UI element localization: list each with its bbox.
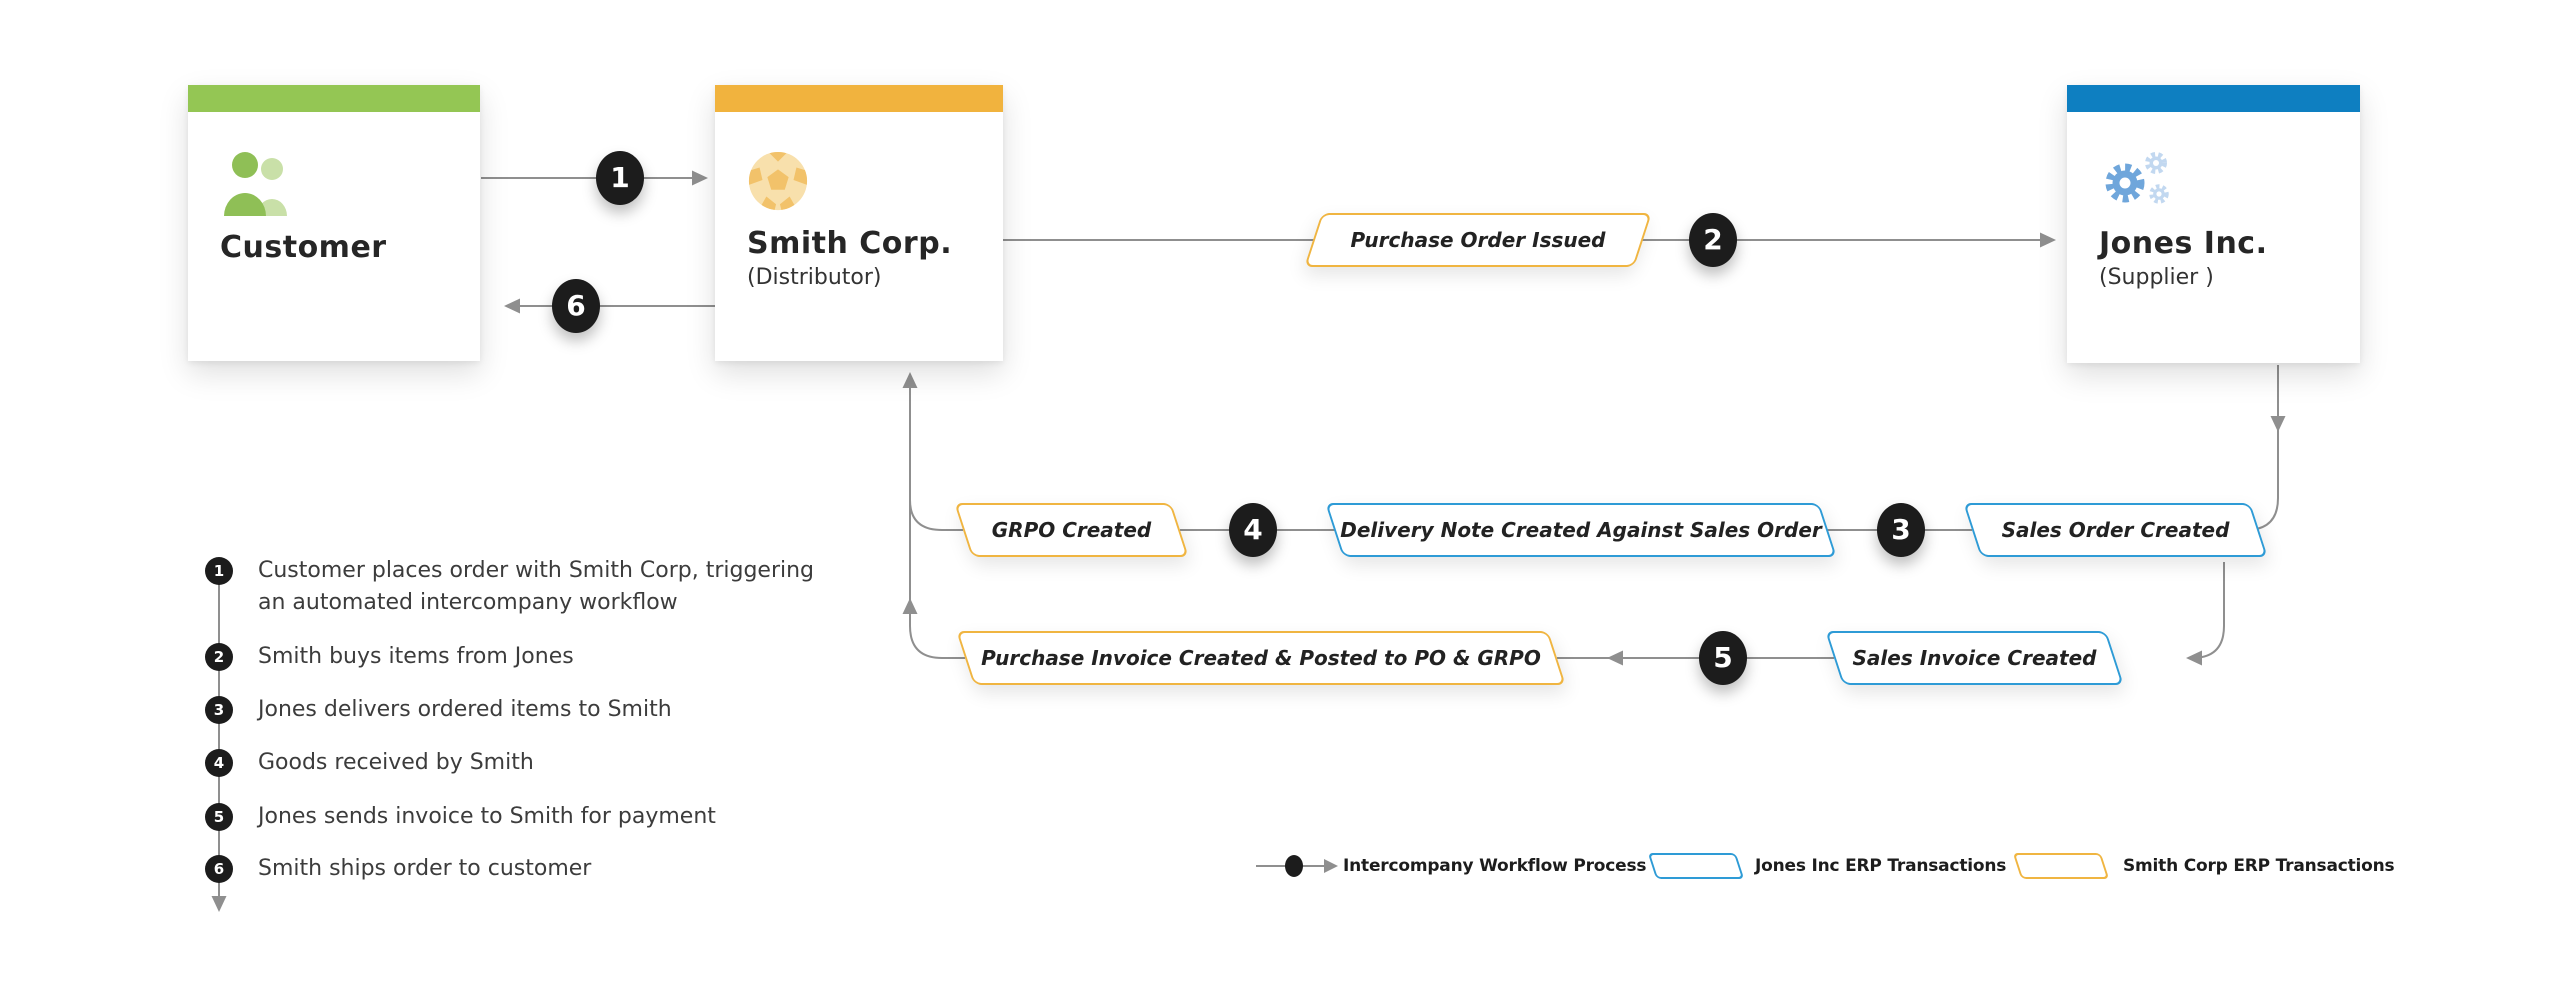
step-text: Customer places order with Smith Corp, t… (258, 558, 815, 615)
flow-label: Sales Invoice Created (1852, 646, 2097, 670)
step-text: Goods received by Smith (258, 750, 534, 775)
legend-smith-swatch (2012, 853, 2110, 879)
step-number-badge: 3 (205, 696, 233, 724)
flow-label: Sales Order Created (2001, 518, 2230, 542)
legend-jones-swatch (1647, 853, 1745, 879)
line-up-to-smith (909, 376, 965, 659)
arrowhead-left-icon (2186, 650, 2202, 666)
smith-title: Smith Corp. (747, 226, 953, 261)
legend-workflow-label: Intercompany Workflow Process (1343, 856, 1647, 876)
step-item-1: 1 Customer places order with Smith Corp,… (205, 555, 818, 619)
smith-card-color-bar (715, 85, 1003, 112)
workflow-badge-1: 1 (596, 151, 644, 205)
step-text: Smith buys items from Jones (258, 644, 574, 669)
step-number-badge: 6 (205, 855, 233, 883)
step-number-badge: 2 (205, 643, 233, 671)
jones-inc-card: Jones Inc. (Supplier ) (2067, 85, 2360, 363)
arrowhead-right-icon (2040, 232, 2056, 248)
workflow-badge-5: 5 (1699, 631, 1747, 685)
smith-subtitle: (Distributor) (747, 265, 882, 290)
arrowhead-up-icon (902, 598, 918, 614)
curve-grpo-to-smith (909, 499, 963, 531)
workflow-badge-3: 3 (1877, 503, 1925, 557)
arrowhead-left-icon (1607, 650, 1623, 666)
arrowhead-right-icon (692, 170, 708, 186)
smith-ball-icon (748, 151, 808, 211)
customer-title: Customer (220, 230, 387, 265)
customer-card: Customer (188, 85, 480, 361)
flow-delivery-note: Delivery Note Created Against Sales Orde… (1325, 503, 1837, 557)
flow-label: Purchase Invoice Created & Posted to PO … (981, 646, 1541, 670)
flow-label: Delivery Note Created Against Sales Orde… (1340, 518, 1822, 542)
jones-gears-icon (2105, 152, 2169, 204)
step-text: Jones delivers ordered items to Smith (258, 697, 672, 722)
flow-purchase-invoice: Purchase Invoice Created & Posted to PO … (956, 631, 1566, 685)
workflow-badge-4: 4 (1229, 503, 1277, 557)
step-item-4: 4 Goods received by Smith (205, 747, 818, 779)
legend-jones-label: Jones Inc ERP Transactions (1755, 856, 2007, 876)
workflow-badge-2: 2 (1689, 213, 1737, 267)
flow-label: Purchase Order Issued (1350, 228, 1606, 252)
step-number-badge: 5 (205, 803, 233, 831)
step-item-5: 5 Jones sends invoice to Smith for payme… (205, 801, 818, 833)
flow-sales-order-created: Sales Order Created (1963, 503, 2268, 557)
legend-smith-label: Smith Corp ERP Transactions (2123, 856, 2395, 876)
step-text: Smith ships order to customer (258, 856, 592, 881)
step-text: Jones sends invoice to Smith for payment (258, 804, 716, 829)
arrowhead-up-icon (902, 372, 918, 388)
jones-title: Jones Inc. (2099, 226, 2268, 261)
arrowhead-down-icon (211, 896, 227, 912)
customer-card-color-bar (188, 85, 480, 112)
step-number-badge: 1 (205, 557, 233, 585)
step-item-6: 6 Smith ships order to customer (205, 853, 818, 885)
jones-card-color-bar (2067, 85, 2360, 112)
flow-grpo-created: GRPO Created (954, 503, 1189, 557)
customer-people-icon (224, 152, 287, 216)
step-item-3: 3 Jones delivers ordered items to Smith (205, 694, 818, 726)
arrowhead-right-icon (1324, 859, 1338, 873)
arrowhead-left-icon (504, 298, 520, 314)
flow-sales-invoice-created: Sales Invoice Created (1825, 631, 2124, 685)
flow-label: GRPO Created (991, 518, 1152, 542)
workflow-badge-6: 6 (552, 279, 600, 333)
flow-purchase-order-issued: Purchase Order Issued (1304, 213, 1652, 267)
step-item-2: 2 Smith buys items from Jones (205, 641, 818, 673)
legend-workflow-dot (1285, 855, 1303, 877)
arrowhead-down-icon (2270, 416, 2286, 432)
step-number-badge: 4 (205, 749, 233, 777)
smith-corp-card: Smith Corp. (Distributor) (715, 85, 1003, 361)
jones-subtitle: (Supplier ) (2099, 265, 2214, 290)
curve-sales-order-to-invoice (2191, 562, 2225, 659)
